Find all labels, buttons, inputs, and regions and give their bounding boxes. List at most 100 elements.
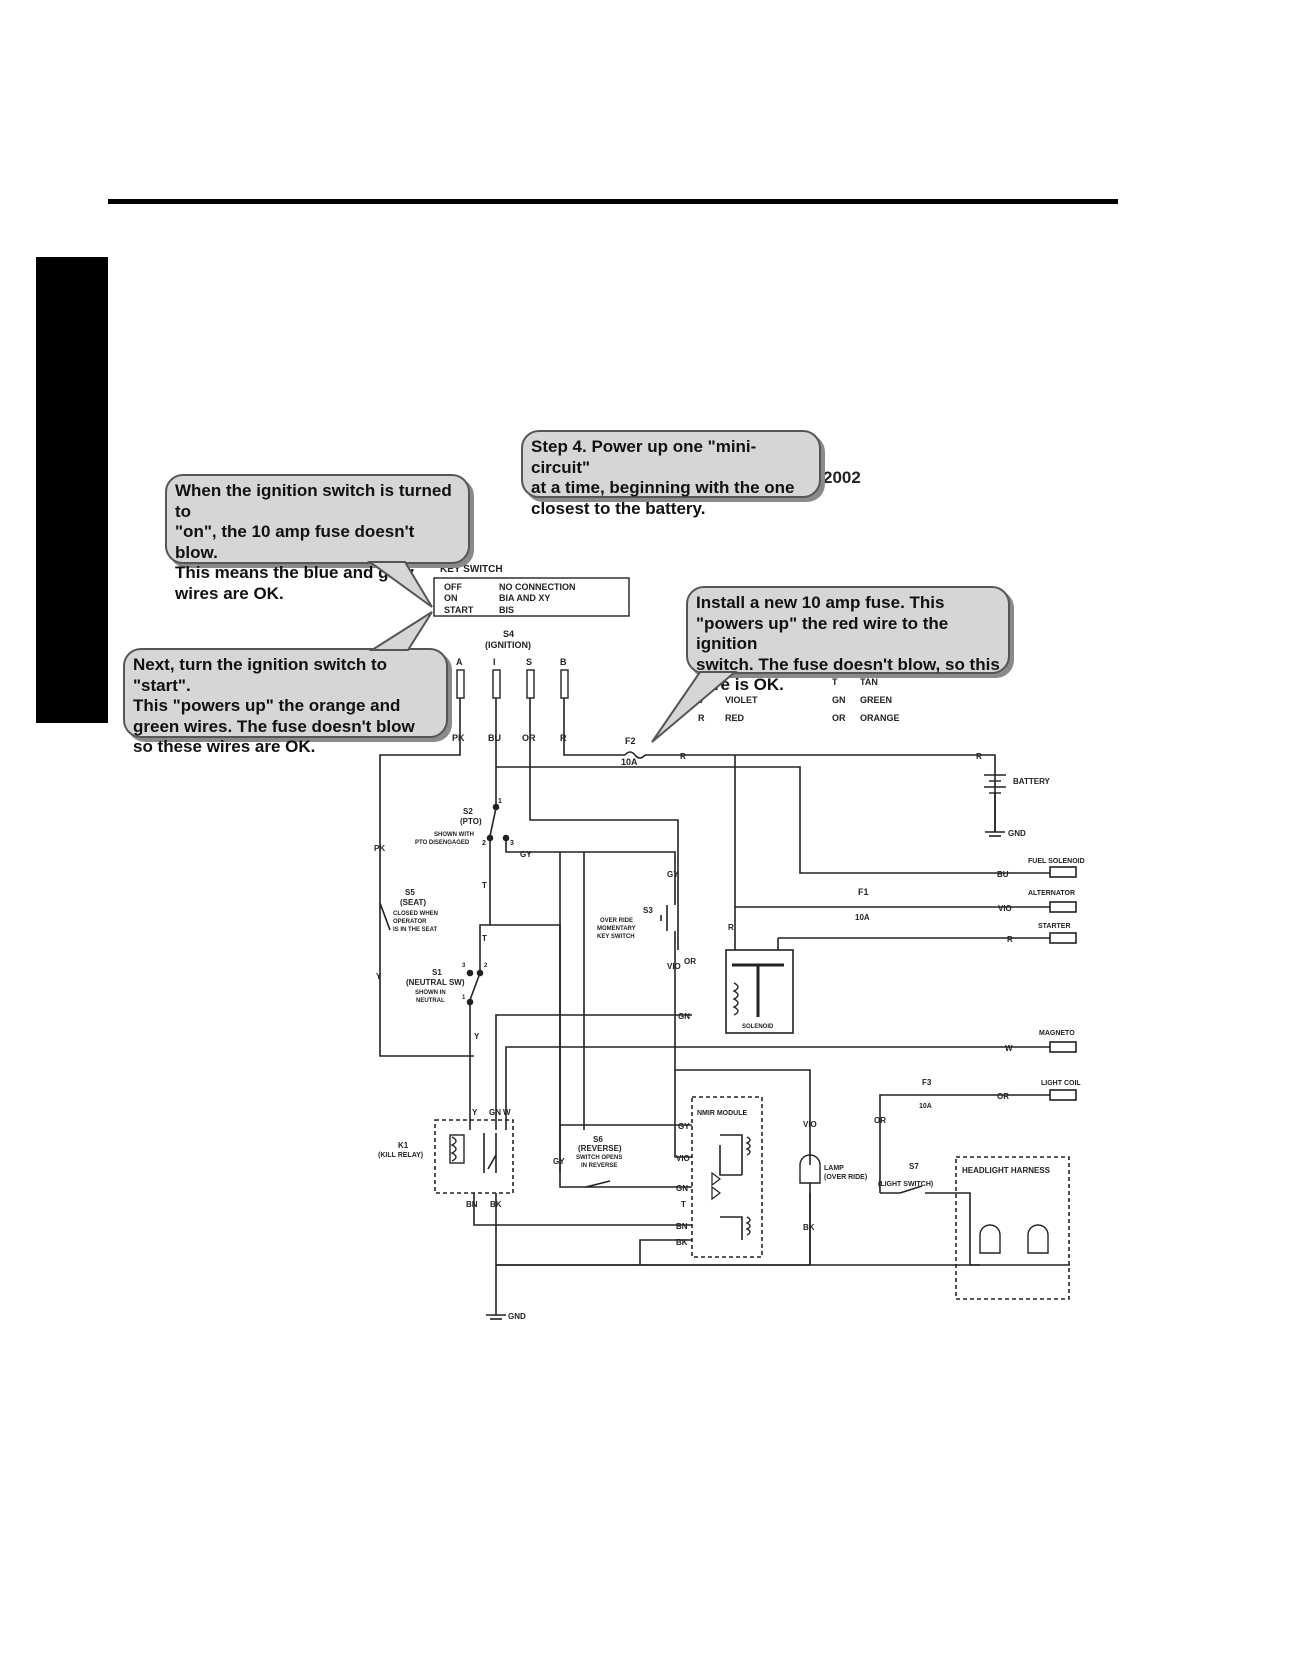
callout-line: This means the blue and gray [175, 563, 415, 582]
ignition-wire-bu: BU [488, 733, 501, 743]
fuse-f2-id: F2 [625, 736, 636, 746]
key-switch-start-conn: BIS [499, 605, 514, 615]
wire-w-magneto: W [1005, 1044, 1013, 1053]
wire-gy-s2: GY [520, 850, 532, 859]
legend-name-green: GREEN [860, 695, 892, 705]
wire-bk-lamp: BK [803, 1223, 815, 1232]
connector-starter: STARTER [1038, 923, 1071, 930]
callout-line: at a time, beginning with the one [531, 478, 795, 497]
s3-note-2: MOMENTARY [597, 926, 636, 932]
s1-pin-2: 2 [484, 963, 488, 969]
wire-vio-lamp: VIO [803, 1120, 817, 1129]
s1-pin-1: 1 [462, 995, 466, 1001]
wire-y-k1: Y [472, 1108, 478, 1117]
callout-new-fuse: Install a new 10 amp fuse. This "powers … [686, 586, 1010, 694]
callout-line: wires are OK. [175, 583, 284, 603]
callout-ignition-start: Next, turn the ignition switch to "start… [123, 648, 448, 756]
callout-line: switch. The fuse doesn't blow, so this [696, 654, 1000, 674]
wire-r-1: R [680, 752, 686, 761]
wire-gy-s3: GY [667, 870, 679, 879]
s2-pin-2: 2 [482, 840, 486, 847]
wire-gn-sol: GN [678, 1012, 690, 1021]
s5-note-2: OPERATOR [393, 919, 427, 925]
connector-fuel-solenoid: FUEL SOLENOID [1028, 858, 1085, 865]
solenoid-label: SOLENOID [742, 1024, 774, 1030]
callout-line: green wires. The fuse doesn't blow [133, 716, 415, 736]
s6-note-1: SWITCH OPENS [576, 1155, 622, 1161]
legend-name-violet: VIOLET [725, 695, 758, 705]
legend-name-orange: ORANGE [860, 713, 900, 723]
diagram-year: 2002 [823, 468, 861, 487]
s1-id: S1 [432, 968, 442, 977]
ignition-term-i: I [493, 657, 496, 667]
s2-pin-3: 3 [510, 840, 514, 847]
s1-pin-3: 3 [462, 963, 466, 969]
s2-name: (PTO) [460, 817, 482, 826]
s2-note-2: PTO DISENGAGED [415, 840, 470, 846]
relay-name: (KILL RELAY) [378, 1152, 423, 1159]
wire-gn-k1: GN [489, 1108, 501, 1117]
wire-gy-nmir: GY [678, 1122, 690, 1131]
s5-name: (SEAT) [400, 898, 426, 907]
lamp-label-2: (OVER RIDE) [824, 1174, 867, 1181]
callout-line: This "powers up" the orange and [133, 696, 401, 715]
wire-t-nmir: T [681, 1200, 686, 1209]
s1-note-1: SHOWN IN [415, 990, 446, 996]
s3-note-1: OVER RIDE [600, 918, 633, 924]
wire-bn-k1: BN [466, 1200, 478, 1209]
key-switch-start: START [444, 605, 474, 615]
battery-label: BATTERY [1013, 777, 1051, 786]
callout-line: wire is OK. [696, 675, 784, 694]
legend-code-v: V [698, 695, 704, 705]
wire-w-k1: W [503, 1108, 511, 1117]
ignition-id: S4 [503, 629, 514, 639]
wire-r-solenoid: R [728, 923, 734, 932]
s5-note-3: IS IN THE SEAT [393, 927, 438, 933]
fuse-f3-rating: 10A [919, 1103, 932, 1110]
wire-or-sol: OR [684, 957, 696, 966]
s6-name: (REVERSE) [578, 1144, 622, 1153]
ignition-term-a: A [456, 657, 463, 667]
key-switch-off: OFF [444, 582, 462, 592]
wire-bn-nmir: BN [676, 1222, 688, 1231]
s5-note-1: CLOSED WHEN [393, 911, 438, 917]
s2-note-1: SHOWN WITH [434, 832, 474, 838]
connector-magneto: MAGNETO [1039, 1030, 1075, 1037]
ignition-term-b: B [560, 657, 567, 667]
legend-name-tan: TAN [860, 677, 878, 687]
callout-line: so these wires are OK. [133, 737, 316, 756]
s3-note-3: KEY SWITCH [597, 934, 635, 940]
wire-or-lightcoil: OR [997, 1092, 1009, 1101]
wiring-diagram: 2002 KEY SWITCH OFF NO CONNECTION ON BIA… [374, 468, 1085, 1321]
callout-line: "powers up" the red wire to the ignition [696, 613, 949, 654]
wire-vio-alt: VIO [998, 904, 1012, 913]
connector-alternator: ALTERNATOR [1028, 890, 1075, 897]
s6-note-2: IN REVERSE [581, 1163, 617, 1169]
s1-note-2: NEUTRAL [416, 998, 445, 1004]
wire-gn-nmir: GN [676, 1184, 688, 1193]
legend-code-r: R [698, 713, 705, 723]
legend-code-t: T [832, 677, 838, 687]
wire-bk-nmir: BK [676, 1238, 688, 1247]
ignition-name: (IGNITION) [485, 640, 531, 650]
ignition-term-s: S [526, 657, 532, 667]
ground-label: GND [508, 1312, 526, 1321]
connector-light-coil: LIGHT COIL [1041, 1080, 1081, 1087]
wire-vio-nmir: VIO [676, 1154, 690, 1163]
fuse-f1-id: F1 [858, 887, 869, 897]
key-switch-off-conn: NO CONNECTION [499, 582, 576, 592]
nmir-label: NMIR MODULE [697, 1110, 747, 1117]
s5-id: S5 [405, 888, 415, 897]
lamp-label-1: LAMP [824, 1165, 844, 1172]
wire-r-starter: R [1007, 935, 1013, 944]
wire-bu-fuel: BU [997, 870, 1009, 879]
battery-gnd: GND [1008, 829, 1026, 838]
wire-pk-side: PK [374, 844, 385, 853]
callout-line: Next, turn the ignition switch to "start… [133, 655, 388, 695]
s7-name: (LIGHT SWITCH) [878, 1181, 933, 1188]
legend-name-red: RED [725, 713, 745, 723]
header-rule [108, 199, 1118, 204]
section-tab [36, 257, 108, 723]
s2-pin-1: 1 [498, 798, 502, 805]
wire-y-side: Y [376, 972, 382, 981]
